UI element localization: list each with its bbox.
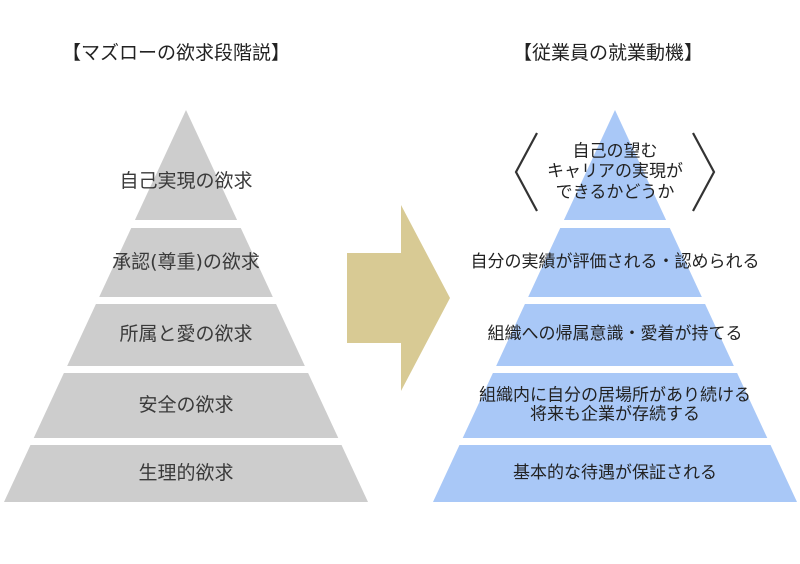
right-tier-label-4: 組織内に自分の居場所があり続ける将来も企業が存続する <box>479 384 751 425</box>
tier-text-line: できるかどうか <box>555 182 675 203</box>
right-tier-label-2: 自分の実績が評価される・認められる <box>470 251 760 273</box>
left-tier-5 <box>4 445 368 502</box>
left-tier-1 <box>134 110 238 220</box>
motivation-pyramid <box>433 110 797 502</box>
right-angle-bracket-icon <box>692 132 716 212</box>
tier-text-line: キャリアの実現が <box>547 161 683 182</box>
left-tier-label-3: 所属と愛の欲求 <box>119 323 253 346</box>
right-tier-1 <box>563 110 667 220</box>
left-tier-label-2: 承認(尊重)の欲求 <box>112 250 260 273</box>
tier-text-line: 自分の実績が評価される・認められる <box>470 251 760 272</box>
left-tier-label-5: 生理的欲求 <box>138 461 234 484</box>
right-tier-label-3: 組織への帰属意識・愛着が持てる <box>488 325 743 345</box>
right-tier-4 <box>462 373 768 438</box>
right-tier-2 <box>528 228 702 297</box>
tier-text-line: 組織内に自分の居場所があり続ける <box>479 384 751 405</box>
maslow-title: 【マズローの欲求段階説】 <box>62 42 291 64</box>
tier-text-line: 基本的な待遇が保証される <box>513 462 717 483</box>
left-tier-4 <box>33 373 339 438</box>
right-tier-label-1: 自己の望むキャリアの実現ができるかどうか <box>547 141 683 202</box>
tier-text-line: 組織への帰属意識・愛着が持てる <box>487 324 743 345</box>
right-tier-label-5: 基本的な待遇が保証される <box>513 462 717 484</box>
left-tier-2 <box>99 228 273 297</box>
employee-motivation-title: 【従業員の就業動機】 <box>513 42 704 64</box>
left-tier-3 <box>67 304 305 366</box>
tier-text-line: 自己の望む <box>572 141 658 162</box>
left-angle-bracket-icon <box>514 132 538 212</box>
left-tier-label-4: 安全の欲求 <box>138 393 234 416</box>
maslow-pyramid <box>4 110 368 502</box>
right-tier-3 <box>496 304 734 366</box>
right-tier-5 <box>433 445 797 502</box>
right-arrow-icon <box>347 205 450 391</box>
left-tier-label-1: 自己実現の欲求 <box>119 170 253 193</box>
tier-text-line: 将来も企業が存続する <box>530 404 700 425</box>
